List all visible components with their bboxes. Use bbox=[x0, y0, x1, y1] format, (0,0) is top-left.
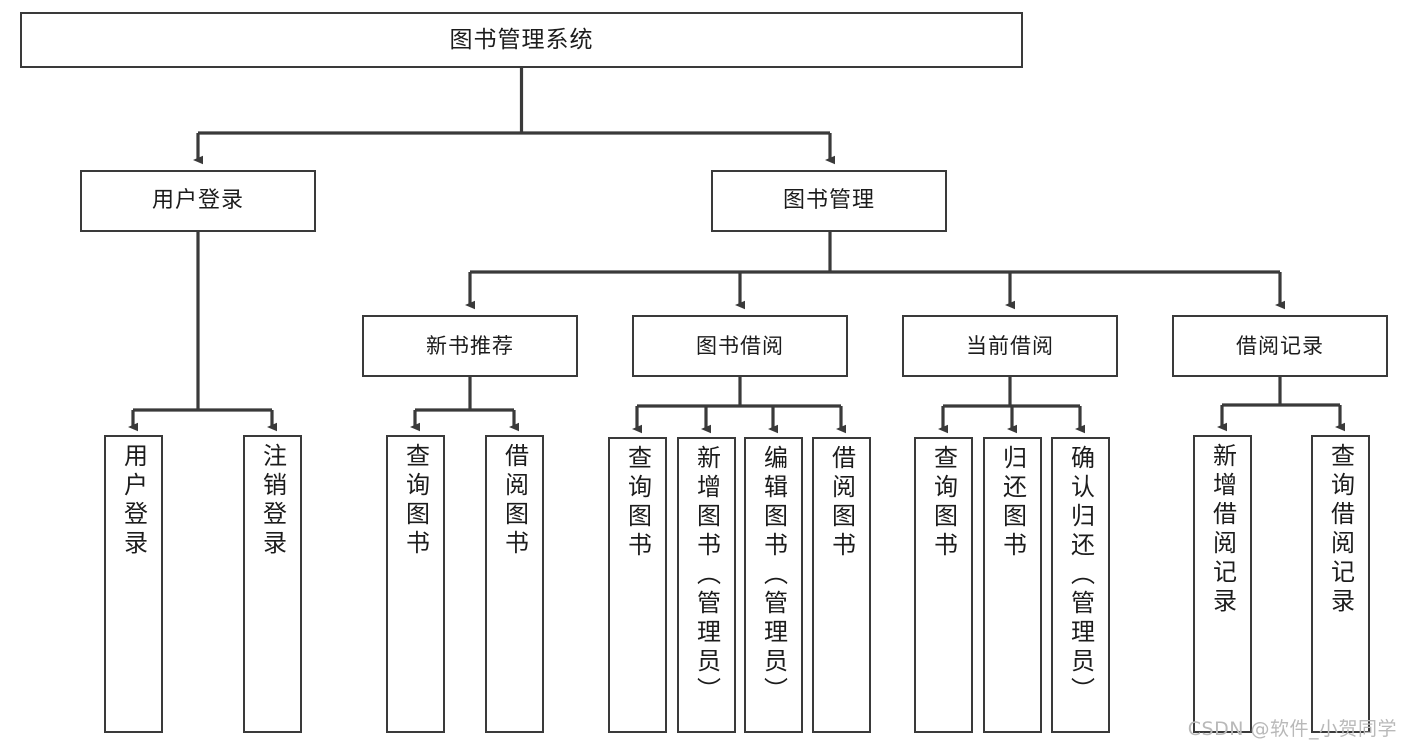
node-new-book-recommend-label: 新书推荐 bbox=[426, 333, 514, 358]
node-leaf-borrow-book-newbook-label: 借阅图书 bbox=[500, 443, 529, 559]
node-user-login-label: 用户登录 bbox=[151, 188, 244, 214]
node-leaf-query-book-current[interactable]: 查询图书 bbox=[914, 437, 973, 733]
node-leaf-query-book-newbook-label: 查询图书 bbox=[401, 443, 430, 559]
node-user-login[interactable]: 用户登录 bbox=[80, 170, 316, 232]
node-leaf-query-book-borrow-label: 查询图书 bbox=[623, 445, 652, 561]
node-root-system[interactable]: 图书管理系统 bbox=[20, 12, 1023, 68]
node-book-borrow[interactable]: 图书借阅 bbox=[632, 315, 848, 377]
node-leaf-query-book-borrow[interactable]: 查询图书 bbox=[608, 437, 667, 733]
node-book-manage[interactable]: 图书管理 bbox=[711, 170, 947, 232]
node-leaf-borrow-book-newbook[interactable]: 借阅图书 bbox=[485, 435, 544, 733]
node-leaf-return-book[interactable]: 归还图书 bbox=[983, 437, 1042, 733]
node-leaf-query-book-newbook[interactable]: 查询图书 bbox=[386, 435, 445, 733]
node-current-borrow[interactable]: 当前借阅 bbox=[902, 315, 1118, 377]
node-leaf-add-book-admin-label: 新增图书（管理员） bbox=[692, 445, 721, 706]
node-leaf-borrow-book-label: 借阅图书 bbox=[827, 445, 856, 561]
node-leaf-query-borrow-record-label: 查询借阅记录 bbox=[1326, 443, 1355, 617]
node-leaf-query-book-current-label: 查询图书 bbox=[929, 445, 958, 561]
node-leaf-confirm-return-admin-label: 确认归还（管理员） bbox=[1066, 445, 1095, 706]
node-leaf-return-book-label: 归还图书 bbox=[998, 445, 1027, 561]
node-current-borrow-label: 当前借阅 bbox=[966, 333, 1054, 358]
node-leaf-add-borrow-record[interactable]: 新增借阅记录 bbox=[1193, 435, 1252, 733]
node-leaf-query-borrow-record[interactable]: 查询借阅记录 bbox=[1311, 435, 1370, 733]
node-leaf-edit-book-admin[interactable]: 编辑图书（管理员） bbox=[744, 437, 803, 733]
node-new-book-recommend[interactable]: 新书推荐 bbox=[362, 315, 578, 377]
node-leaf-confirm-return-admin[interactable]: 确认归还（管理员） bbox=[1051, 437, 1110, 733]
node-leaf-logout-label: 注销登录 bbox=[258, 443, 287, 559]
node-leaf-user-login-label: 用户登录 bbox=[119, 443, 148, 559]
node-leaf-edit-book-admin-label: 编辑图书（管理员） bbox=[759, 445, 788, 706]
node-leaf-user-login[interactable]: 用户登录 bbox=[104, 435, 163, 733]
node-leaf-add-book-admin[interactable]: 新增图书（管理员） bbox=[677, 437, 736, 733]
node-book-manage-label: 图书管理 bbox=[782, 188, 875, 214]
node-root-label: 图书管理系统 bbox=[449, 26, 594, 53]
node-leaf-borrow-book[interactable]: 借阅图书 bbox=[812, 437, 871, 733]
node-borrow-record[interactable]: 借阅记录 bbox=[1172, 315, 1388, 377]
node-leaf-logout[interactable]: 注销登录 bbox=[243, 435, 302, 733]
node-borrow-record-label: 借阅记录 bbox=[1236, 333, 1324, 358]
node-leaf-add-borrow-record-label: 新增借阅记录 bbox=[1208, 443, 1237, 617]
node-book-borrow-label: 图书借阅 bbox=[696, 333, 784, 358]
